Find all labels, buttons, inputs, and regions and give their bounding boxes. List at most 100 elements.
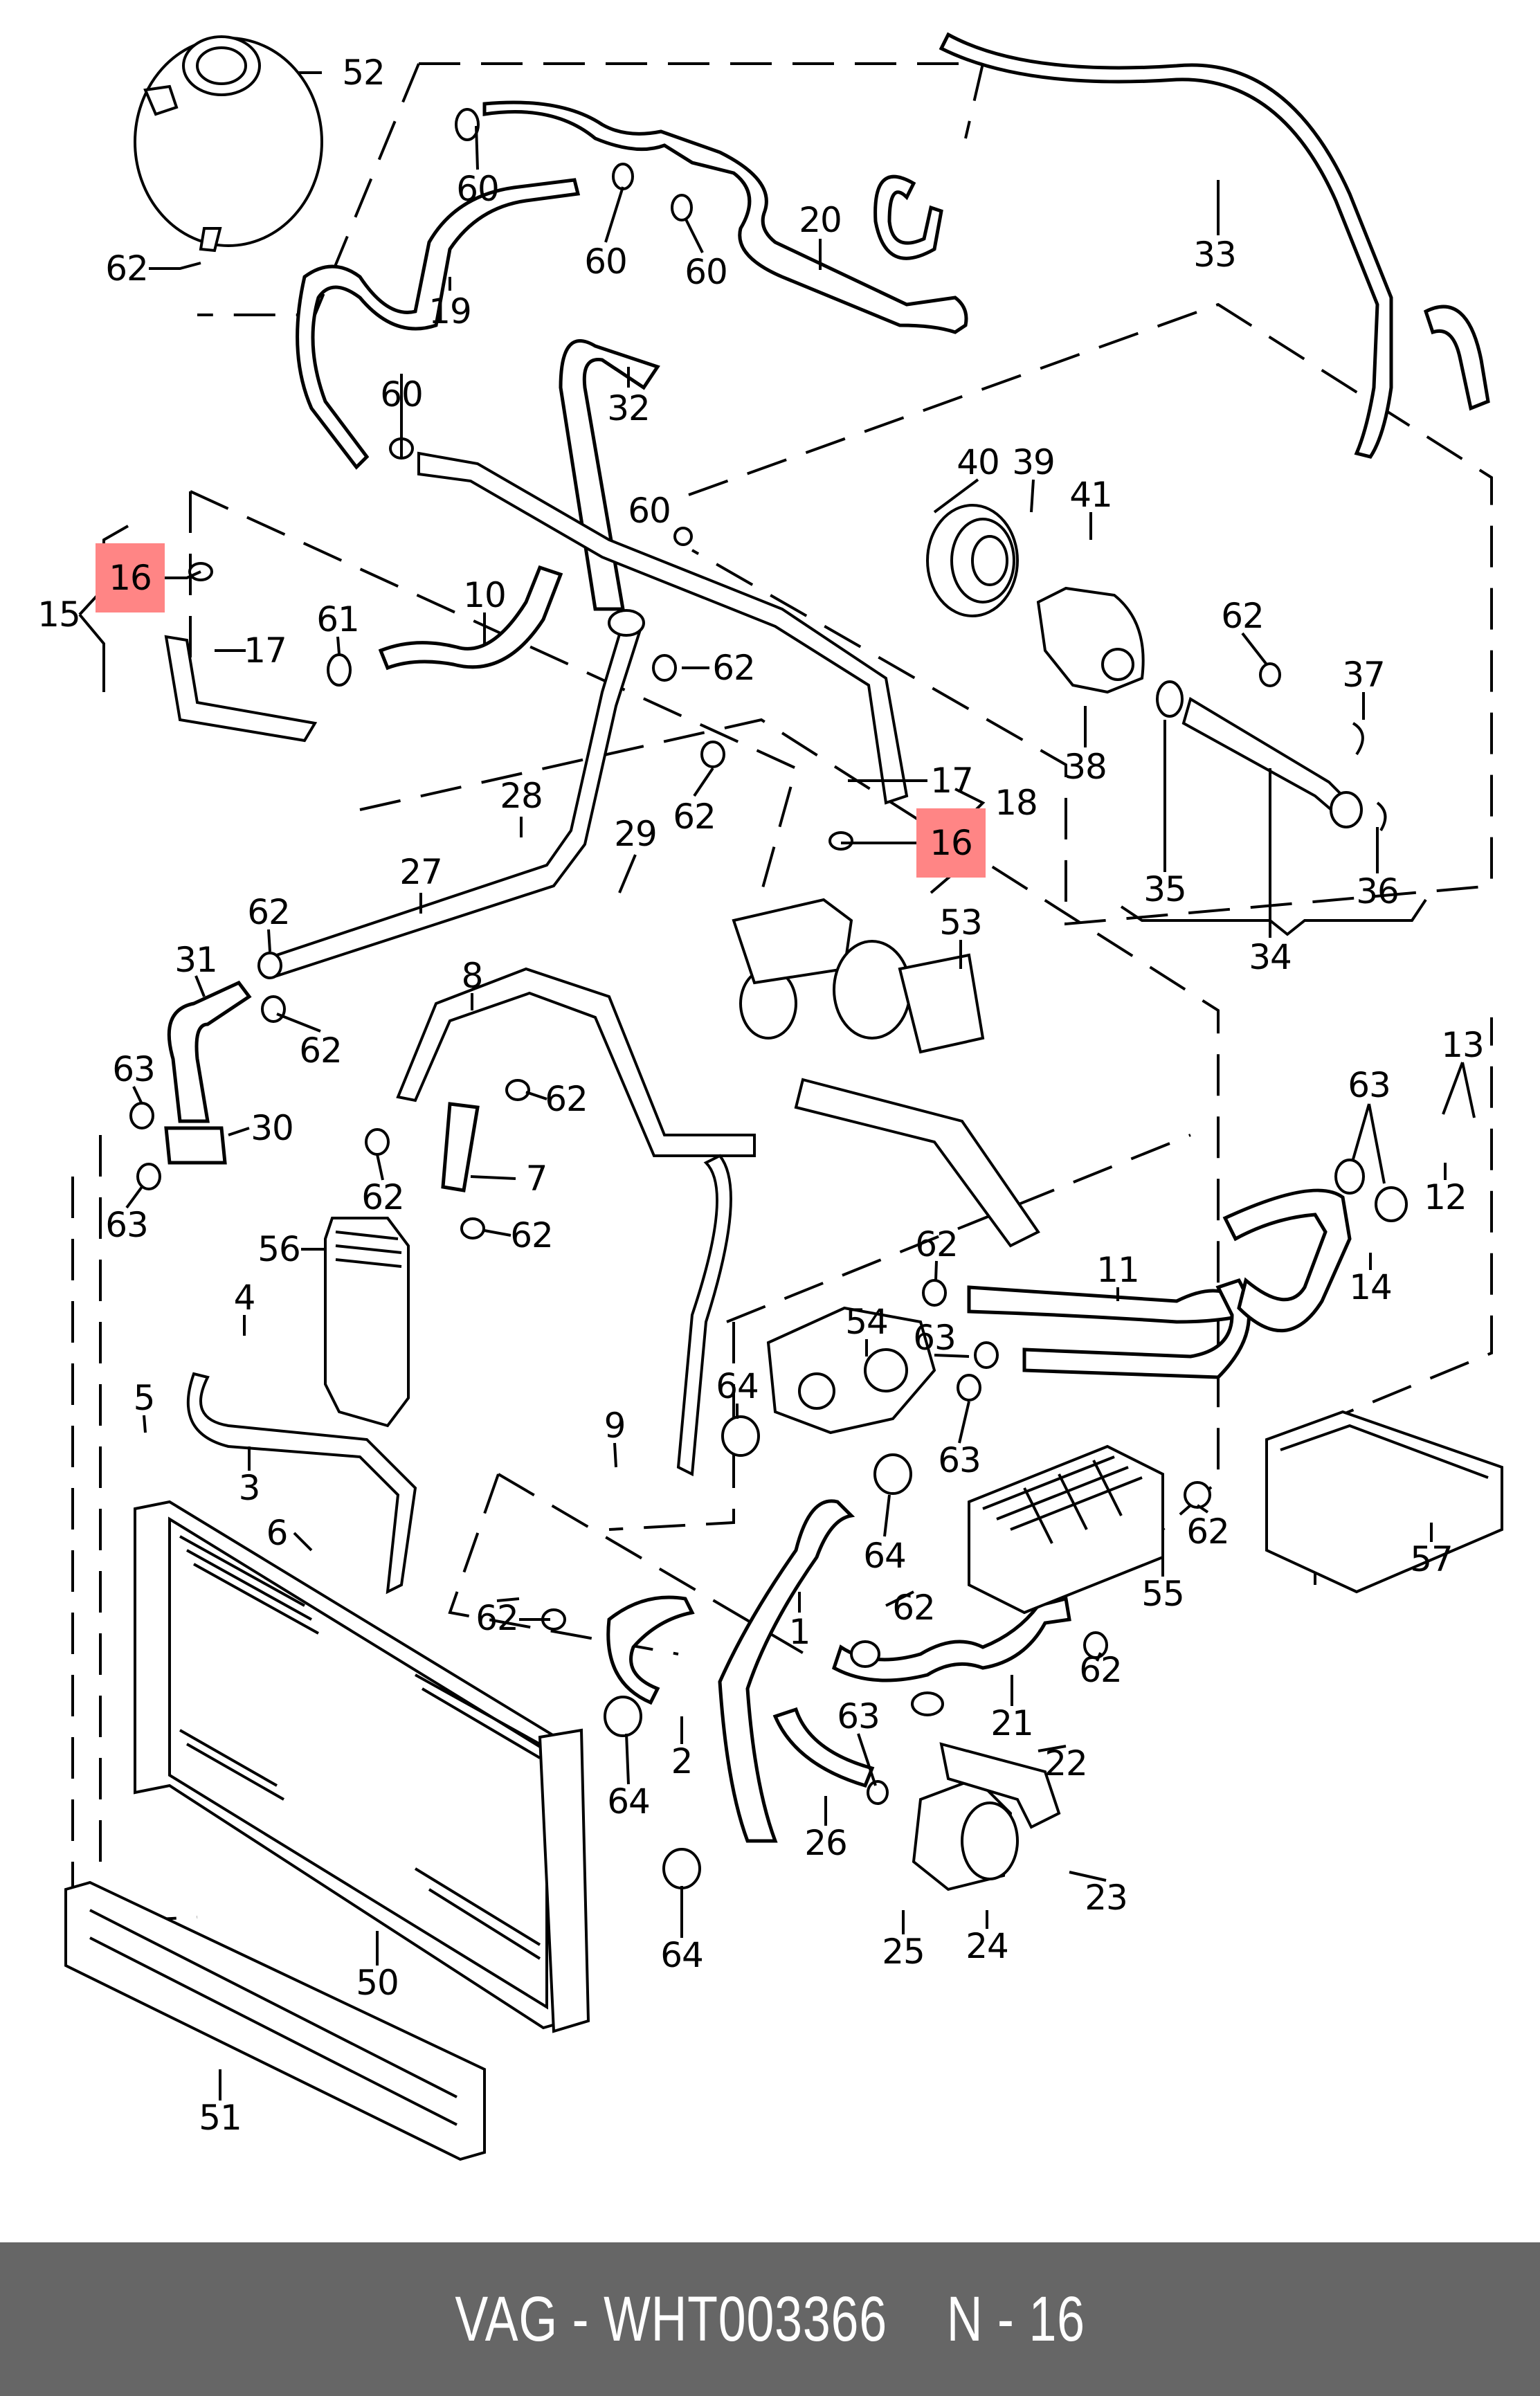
callout-c64b: 64 xyxy=(863,1536,907,1576)
callout-c4: 4 xyxy=(233,1278,256,1318)
callout-c1: 1 xyxy=(788,1612,811,1652)
hose-30 xyxy=(164,1126,227,1165)
callout-c62j: 62 xyxy=(1221,596,1265,636)
callout-c60a: 60 xyxy=(456,169,500,209)
callout-c60e: 60 xyxy=(628,491,671,531)
callout-c3: 3 xyxy=(238,1468,261,1508)
hose-11 xyxy=(967,1285,1249,1324)
callout-c55: 55 xyxy=(1141,1574,1185,1614)
callout-c38: 38 xyxy=(1064,747,1107,787)
hose-31 xyxy=(167,980,252,1123)
callout-c23: 23 xyxy=(1085,1878,1128,1918)
footer-bar: VAG - WHT003366 N - 16 xyxy=(0,2242,1540,2396)
callout-c20: 20 xyxy=(799,200,842,240)
hose-33-right xyxy=(1423,305,1490,411)
expansion-tank xyxy=(134,35,323,253)
callout-c64d: 64 xyxy=(660,1935,704,1975)
footer-text: VAG - WHT003366 N - 16 xyxy=(455,2283,1085,2356)
hose-10 xyxy=(378,565,563,671)
callout-c60c: 60 xyxy=(685,252,728,292)
callout-c34: 34 xyxy=(1249,937,1292,977)
hose-19 xyxy=(296,178,581,470)
callout-c40: 40 xyxy=(957,442,1000,482)
pipe-8 xyxy=(396,967,756,1157)
callout-c15: 15 xyxy=(37,595,81,635)
callout-c62m: 62 xyxy=(475,1598,519,1638)
callout-c29: 29 xyxy=(614,814,658,854)
diagram-artwork xyxy=(64,32,1503,2161)
callout-c57: 57 xyxy=(1410,1539,1453,1579)
callout-c63a: 63 xyxy=(112,1049,156,1089)
leader-lines xyxy=(78,125,1476,2100)
auxiliary-water-pump xyxy=(912,1742,1061,1891)
hose-heater xyxy=(1222,1188,1352,1332)
callout-c26: 26 xyxy=(804,1823,848,1863)
callout-c62f: 62 xyxy=(545,1079,588,1119)
callout-c63f: 63 xyxy=(837,1696,880,1736)
callout-c17a: 17 xyxy=(244,630,287,671)
heater-core xyxy=(1265,1410,1503,1594)
part-number: VAG - WHT003366 xyxy=(455,2283,887,2354)
pipe-upper xyxy=(417,451,909,805)
callout-c18: 18 xyxy=(995,783,1038,823)
pipe-9 xyxy=(676,1154,732,1477)
callout-c64c: 64 xyxy=(607,1781,651,1822)
callout-c8: 8 xyxy=(461,956,484,996)
callout-c11: 11 xyxy=(1096,1250,1140,1290)
callout-c64a: 64 xyxy=(716,1366,759,1406)
callout-c12: 12 xyxy=(1424,1177,1467,1217)
callout-c14: 14 xyxy=(1349,1267,1393,1307)
callout-c5: 5 xyxy=(133,1378,156,1418)
callout-c32: 32 xyxy=(607,388,651,428)
water-pump-assembly xyxy=(926,504,1387,832)
hose-26 xyxy=(772,1707,875,1788)
group-outline-water-pump xyxy=(688,302,1493,926)
pipe-15 xyxy=(164,635,318,743)
callout-c53: 53 xyxy=(939,902,983,943)
hose-33-end xyxy=(873,174,943,260)
radiator-support xyxy=(64,1880,486,2161)
callout-c10: 10 xyxy=(463,575,507,615)
callout-c61: 61 xyxy=(316,599,360,639)
callout-c62l: 62 xyxy=(892,1588,936,1628)
callout-c60b: 60 xyxy=(584,242,628,282)
callout-c62d: 62 xyxy=(247,892,291,932)
callout-c35: 35 xyxy=(1143,869,1187,909)
callout-c62k: 62 xyxy=(1186,1512,1230,1552)
pipe-3 xyxy=(186,1372,417,1595)
callout-c56: 56 xyxy=(257,1229,301,1269)
callout-c22: 22 xyxy=(1044,1743,1088,1784)
callout-c17b: 17 xyxy=(930,761,974,801)
callout-c36: 36 xyxy=(1356,871,1399,911)
thermostat-housing xyxy=(766,1306,936,1435)
hose-clamps xyxy=(129,108,1408,1889)
callout-c31: 31 xyxy=(174,940,218,980)
auxiliary-cooler xyxy=(968,1444,1164,1615)
callout-c28: 28 xyxy=(500,776,543,816)
radiator xyxy=(134,1500,590,2033)
hose-2 xyxy=(606,1595,695,1705)
group-outline-left xyxy=(189,490,798,893)
group-outline-thermostat xyxy=(608,1134,1191,1531)
callout-c63b: 63 xyxy=(105,1205,149,1245)
hose-20 xyxy=(482,100,968,334)
oil-cooler xyxy=(324,1217,410,1428)
callout-c50: 50 xyxy=(356,1963,399,2003)
callout-c54: 54 xyxy=(845,1302,889,1342)
callout-c63e: 63 xyxy=(1348,1065,1391,1105)
callout-c2: 2 xyxy=(671,1741,694,1781)
callout-c7: 7 xyxy=(525,1159,548,1199)
diagram-position: N - 16 xyxy=(946,2283,1085,2354)
group-outline-lower xyxy=(448,1473,818,1662)
callout-c19: 19 xyxy=(428,291,472,332)
highlight-box-16-right xyxy=(916,808,986,878)
highlight-box-16-left xyxy=(96,543,165,612)
callout-c62h: 62 xyxy=(510,1215,554,1255)
callout-c62b: 62 xyxy=(712,648,756,688)
callout-c62n: 62 xyxy=(1079,1650,1123,1690)
hose-1 xyxy=(718,1499,855,1843)
callout-c52: 52 xyxy=(342,53,386,93)
callout-c51: 51 xyxy=(199,2098,242,2138)
callout-c62a: 62 xyxy=(105,248,149,289)
